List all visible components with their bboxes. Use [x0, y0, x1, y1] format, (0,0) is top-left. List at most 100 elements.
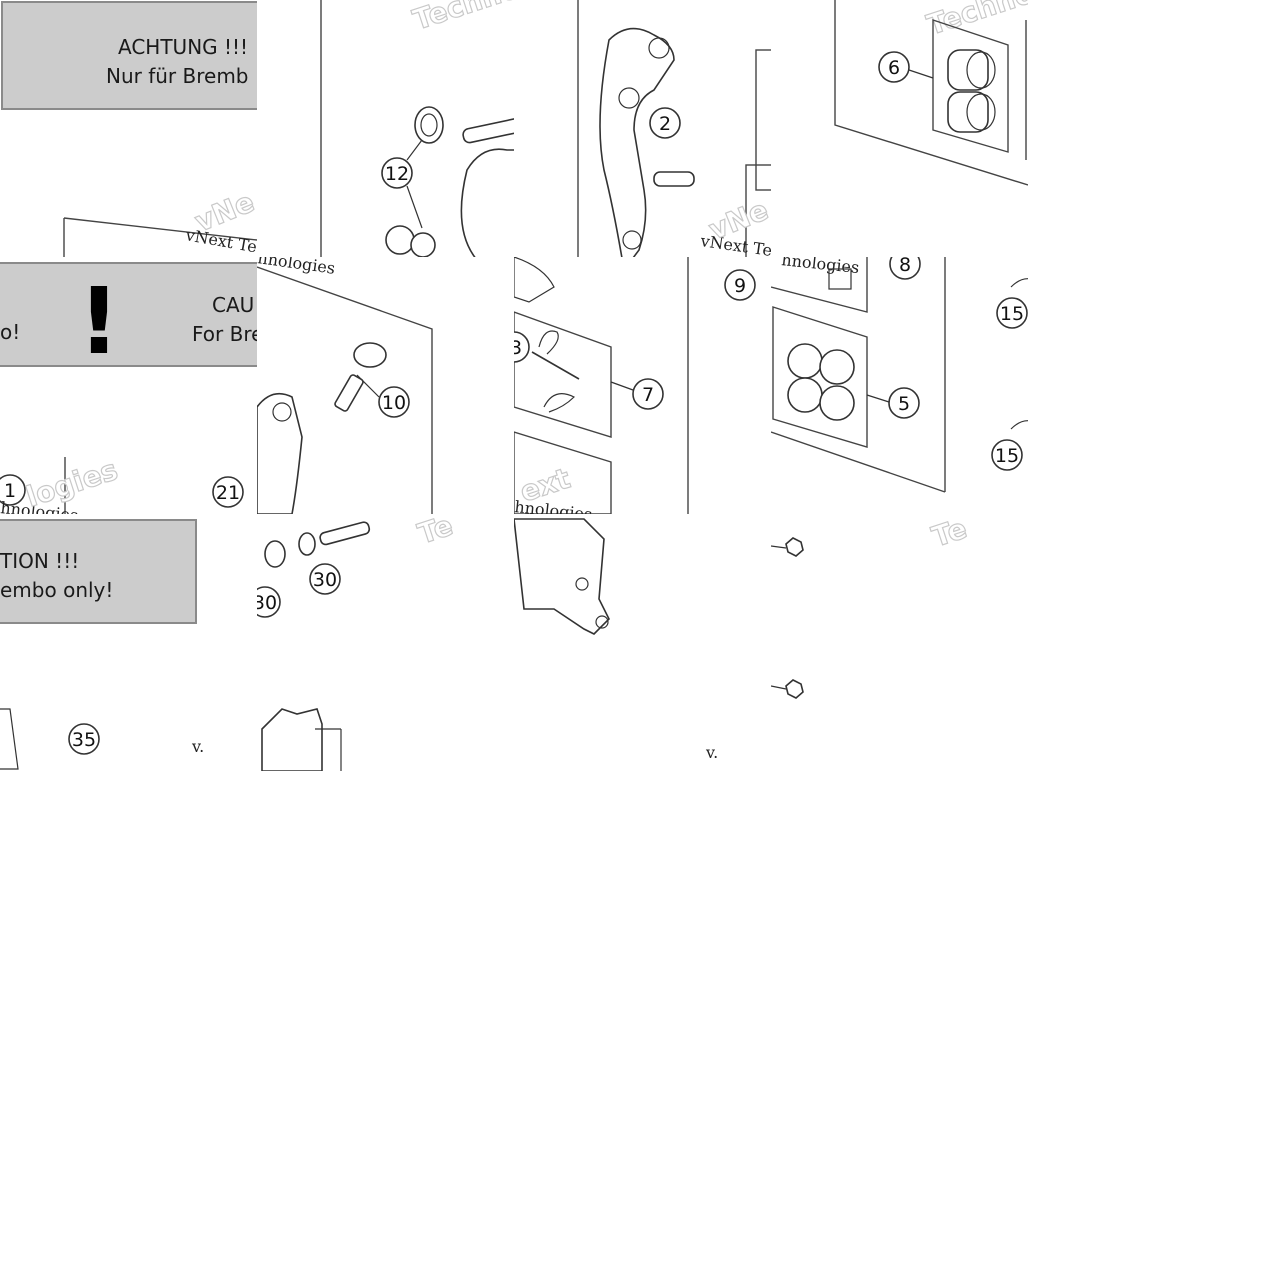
watermark-ghost: Techno: [409, 0, 514, 37]
piston: [947, 49, 989, 91]
watermark-ghost: Te: [414, 514, 457, 551]
washer: [264, 540, 286, 568]
bleeder-part: [828, 268, 852, 290]
watermark-ghost: Techno: [923, 0, 1028, 42]
diagram-fragment: v.: [514, 518, 718, 762]
callout-number: 6: [888, 57, 900, 79]
kit-box: [772, 306, 868, 448]
callout-number: 5: [898, 393, 910, 415]
callout-number: 12: [385, 163, 409, 185]
diagram-fragment: Te: [771, 514, 971, 699]
diagram-fragment: ACHTUNG !!! Nur für Bremb vNext Tec vNe: [1, 1, 257, 257]
callout-circle: [649, 107, 681, 139]
callout-circle: [632, 378, 664, 410]
seal-ring: [819, 349, 855, 385]
callout-number: 7: [642, 384, 654, 406]
frame-line: [834, 0, 1028, 186]
kit-box: [771, 257, 868, 313]
callout-circle: [378, 386, 410, 418]
bleeder-cap: [385, 225, 415, 255]
callout-number: 15: [1000, 303, 1024, 325]
seal-ring: [819, 385, 855, 421]
callout-number: 35: [72, 729, 96, 751]
tile-bolts: Te 30 30: [257, 514, 514, 771]
bleeder-screw: [334, 374, 364, 412]
warning-box: [0, 519, 197, 624]
callout-circle: [381, 157, 413, 189]
tile-warning-en: TION !!! embo only! 35 v.: [0, 514, 257, 771]
diagram-fragment: TION !!! embo only! 35 v.: [0, 519, 204, 770]
caliper-body: [257, 392, 303, 514]
kit-box: [514, 431, 612, 514]
brake-pad: [261, 708, 323, 771]
watermark-ghost: Te: [928, 514, 971, 554]
kit-box: [514, 311, 612, 438]
warning-title: TION !!!: [0, 549, 79, 573]
tile-warning-center: o! ! CAU For Bre 1 21 hnologies logies: [0, 257, 257, 514]
callout-circle: [257, 586, 281, 618]
diagram-fragment: hnologies 10: [257, 257, 433, 514]
pin: [531, 351, 580, 380]
warning-title: CAU: [212, 293, 254, 317]
bleeder-cap: [414, 106, 444, 144]
callout-circle: [0, 474, 26, 506]
tile-caliper-top: Techno 12: [257, 0, 514, 257]
warning-box: [1, 1, 257, 110]
callout-number: 2: [659, 113, 671, 135]
callout-circle: [878, 51, 910, 83]
callout-circle: [889, 257, 921, 280]
callout-circle: [888, 387, 920, 419]
bleeder-cap: [353, 342, 387, 368]
kit-box: [932, 19, 1009, 153]
warning-line: embo only!: [0, 578, 113, 602]
frame-line: [63, 217, 257, 241]
clip: [538, 330, 559, 355]
tile-pistons: Techno 6: [771, 0, 1028, 257]
caliper-bracket: [599, 27, 675, 257]
frame-line: [745, 164, 771, 257]
tile-bleeder: hnologies 10: [257, 257, 514, 514]
callout-circle: [212, 476, 244, 508]
diagram-fragment: o! ! CAU For Bre 1 21 hnologies logies: [0, 262, 257, 514]
caliper-body: [460, 148, 514, 257]
bolt: [319, 521, 371, 546]
callout-circle: [309, 563, 341, 595]
washer: [298, 532, 316, 556]
brake-pad: [514, 518, 610, 635]
pin: [653, 171, 695, 187]
nut: [785, 679, 804, 699]
callout-circle: [996, 297, 1028, 329]
diagram-fragment: 7 3 ext hnologies: [514, 257, 689, 514]
seal-ring: [787, 377, 823, 413]
tile-nuts: Te: [771, 514, 1028, 771]
callout-number: 21: [216, 482, 240, 504]
callout-number: 30: [313, 569, 337, 591]
piston: [947, 91, 989, 133]
warning-box: [0, 262, 257, 367]
callout-9-wrap: 9: [720, 268, 760, 304]
watermark-text: hnologies: [781, 257, 861, 277]
callout-number: 15: [995, 445, 1019, 467]
callout-circle: [991, 439, 1023, 471]
callout-number: 9: [734, 275, 746, 297]
watermark-text: hnologies: [257, 257, 336, 278]
warning-line: Nur für Bremb: [106, 64, 249, 88]
diagram-fragment: Techno 12: [320, 0, 514, 257]
diagram-fragment: Techno 6: [834, 0, 1028, 186]
callout-circle: [514, 331, 530, 363]
callout-number: 30: [257, 592, 277, 614]
callout-circle: [724, 269, 756, 301]
frame-line: [755, 49, 771, 191]
watermark-ghost: vNe: [190, 185, 257, 238]
callout-number: 8: [899, 257, 911, 276]
callout-circle: [68, 723, 100, 755]
tile-warning-de: ACHTUNG !!! Nur für Bremb vNext Tec vNe: [0, 0, 257, 257]
clip: [543, 393, 576, 413]
warning-line: For Bre: [192, 322, 257, 346]
callout-number: 3: [514, 337, 522, 359]
diagram-fragment: Te 30 30: [257, 514, 457, 771]
seal-ring: [787, 343, 823, 379]
exclamation-icon: !: [78, 268, 120, 375]
tile-bracket: 2 vNext Tec vNe: [514, 0, 771, 257]
pin: [462, 117, 514, 144]
